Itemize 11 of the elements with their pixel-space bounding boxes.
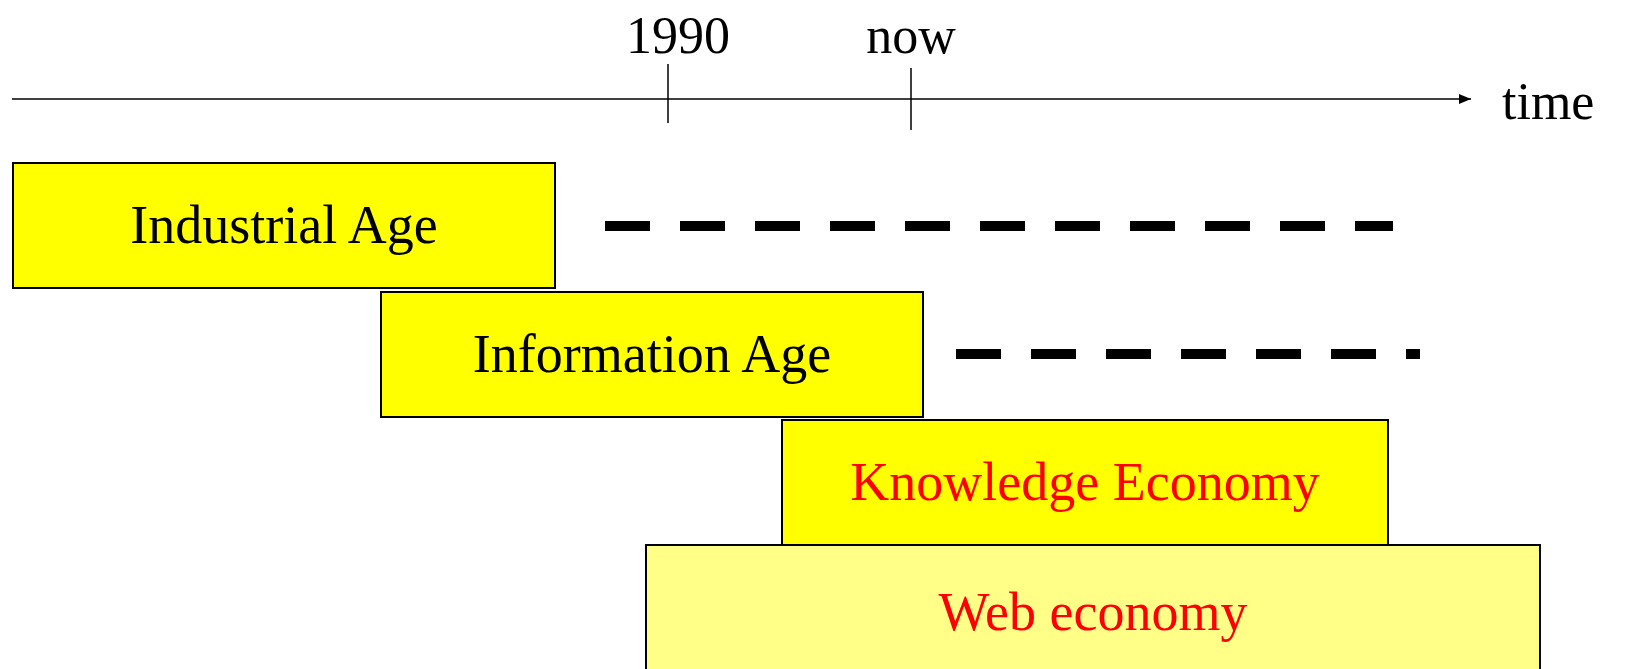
axis-label: time — [1502, 76, 1595, 128]
axis-label: now — [866, 10, 956, 62]
era-box — [380, 291, 924, 418]
era-box — [781, 419, 1389, 546]
era-box — [645, 544, 1541, 669]
era-label: Knowledge Economy — [850, 450, 1320, 514]
axis-label: 1990 — [626, 10, 730, 62]
era-label: Industrial Age — [130, 193, 438, 257]
era-label: Web economy — [938, 581, 1248, 645]
era-label: Information Age — [472, 322, 832, 386]
era-box — [12, 162, 556, 289]
